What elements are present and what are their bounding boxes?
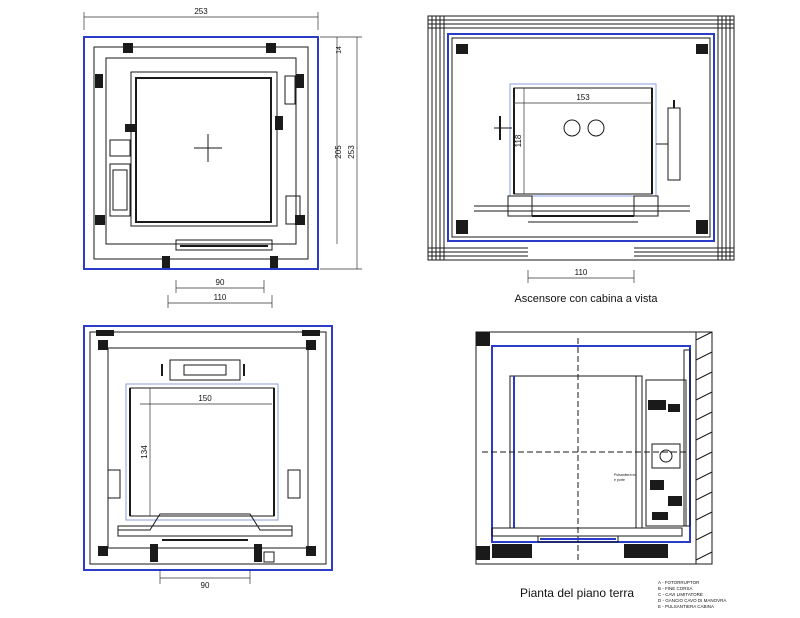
plan-bottom-left: 150 134 90 xyxy=(83,325,333,590)
shaft-outline xyxy=(83,36,319,270)
note-line-1: Pulsantiera ed xyxy=(614,473,636,477)
plan-bottom-right: Pulsantiera ed e porte Pianta del piano … xyxy=(475,331,726,609)
dim-inner-height-label: 205 xyxy=(334,145,343,159)
dim-cabin-depth-label: 118 xyxy=(514,134,523,147)
shaft-outline xyxy=(83,325,333,571)
plan-top-right: 153 118 110 Ascensore con cabina a vista xyxy=(427,15,735,305)
dim-outer-height-label: 253 xyxy=(347,145,356,159)
dim-top-small-label: 14 xyxy=(336,46,343,54)
legend-item-a: A - FOTORRUPTOR xyxy=(658,580,700,585)
caption: Pianta del piano terra xyxy=(520,586,634,600)
legend-item-c: C - CAVI LIMITATORE xyxy=(658,592,703,597)
cabin-outline xyxy=(513,87,653,195)
caption: Ascensore con cabina a vista xyxy=(514,293,658,305)
dim-door-label: 110 xyxy=(575,268,588,277)
plan-top-left: 253 14 205 xyxy=(83,7,362,308)
dim-cabin-depth-label: 134 xyxy=(140,445,149,459)
dim-door-label: 90 xyxy=(201,581,210,590)
dim-cabin-width-label: 153 xyxy=(576,93,590,102)
note-line-2: e porte xyxy=(614,478,625,482)
dim-width-label: 253 xyxy=(194,7,208,16)
legend-item-d: D - GANCIO CAVO DI MANOVRA xyxy=(658,598,726,603)
dim-door-outer-label: 110 xyxy=(214,293,227,302)
cabin-outline xyxy=(129,387,275,517)
legend-item-b: B - FINE CORSA xyxy=(658,586,693,591)
dim-cabin-width-label: 150 xyxy=(198,394,212,403)
shaft-glass-outline xyxy=(447,33,715,242)
legend-item-e: E - PULSANTIERA CABINA xyxy=(658,604,714,609)
dim-door-label: 90 xyxy=(216,278,225,287)
cabin-outline xyxy=(135,77,272,223)
